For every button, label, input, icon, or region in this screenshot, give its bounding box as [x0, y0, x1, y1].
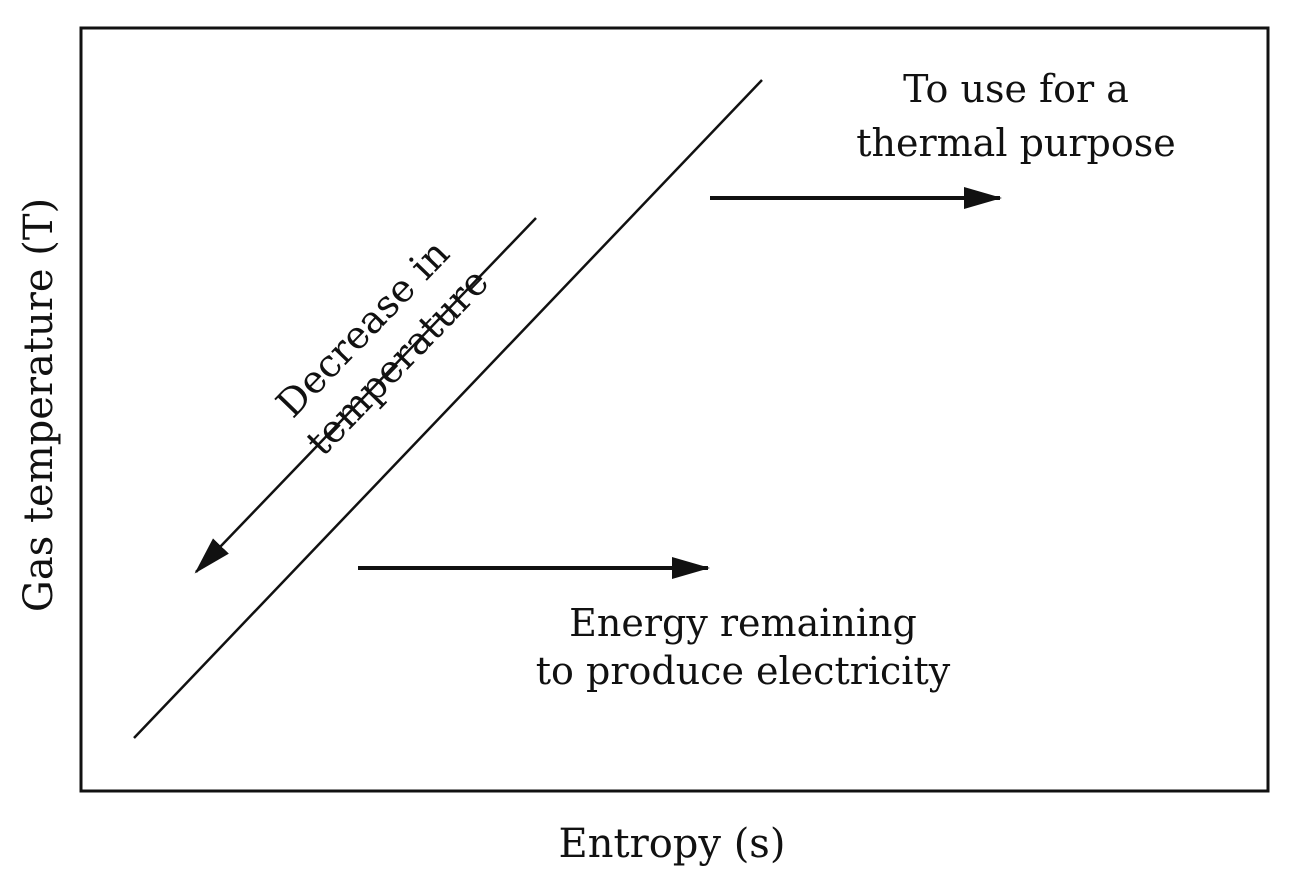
electricity-label-line1: Energy remaining — [569, 601, 917, 645]
decrease-arrow — [194, 217, 537, 574]
x-axis-label: Entropy (s) — [559, 821, 786, 867]
electricity-label-line2: to produce electricity — [536, 649, 951, 693]
plot-frame — [79, 26, 1270, 793]
y-axis-label: Gas temperature (T) — [16, 198, 62, 612]
thermal-label-line1: To use for a — [903, 67, 1129, 111]
process-line — [133, 79, 763, 739]
thermal-label-line2: thermal purpose — [856, 121, 1175, 165]
